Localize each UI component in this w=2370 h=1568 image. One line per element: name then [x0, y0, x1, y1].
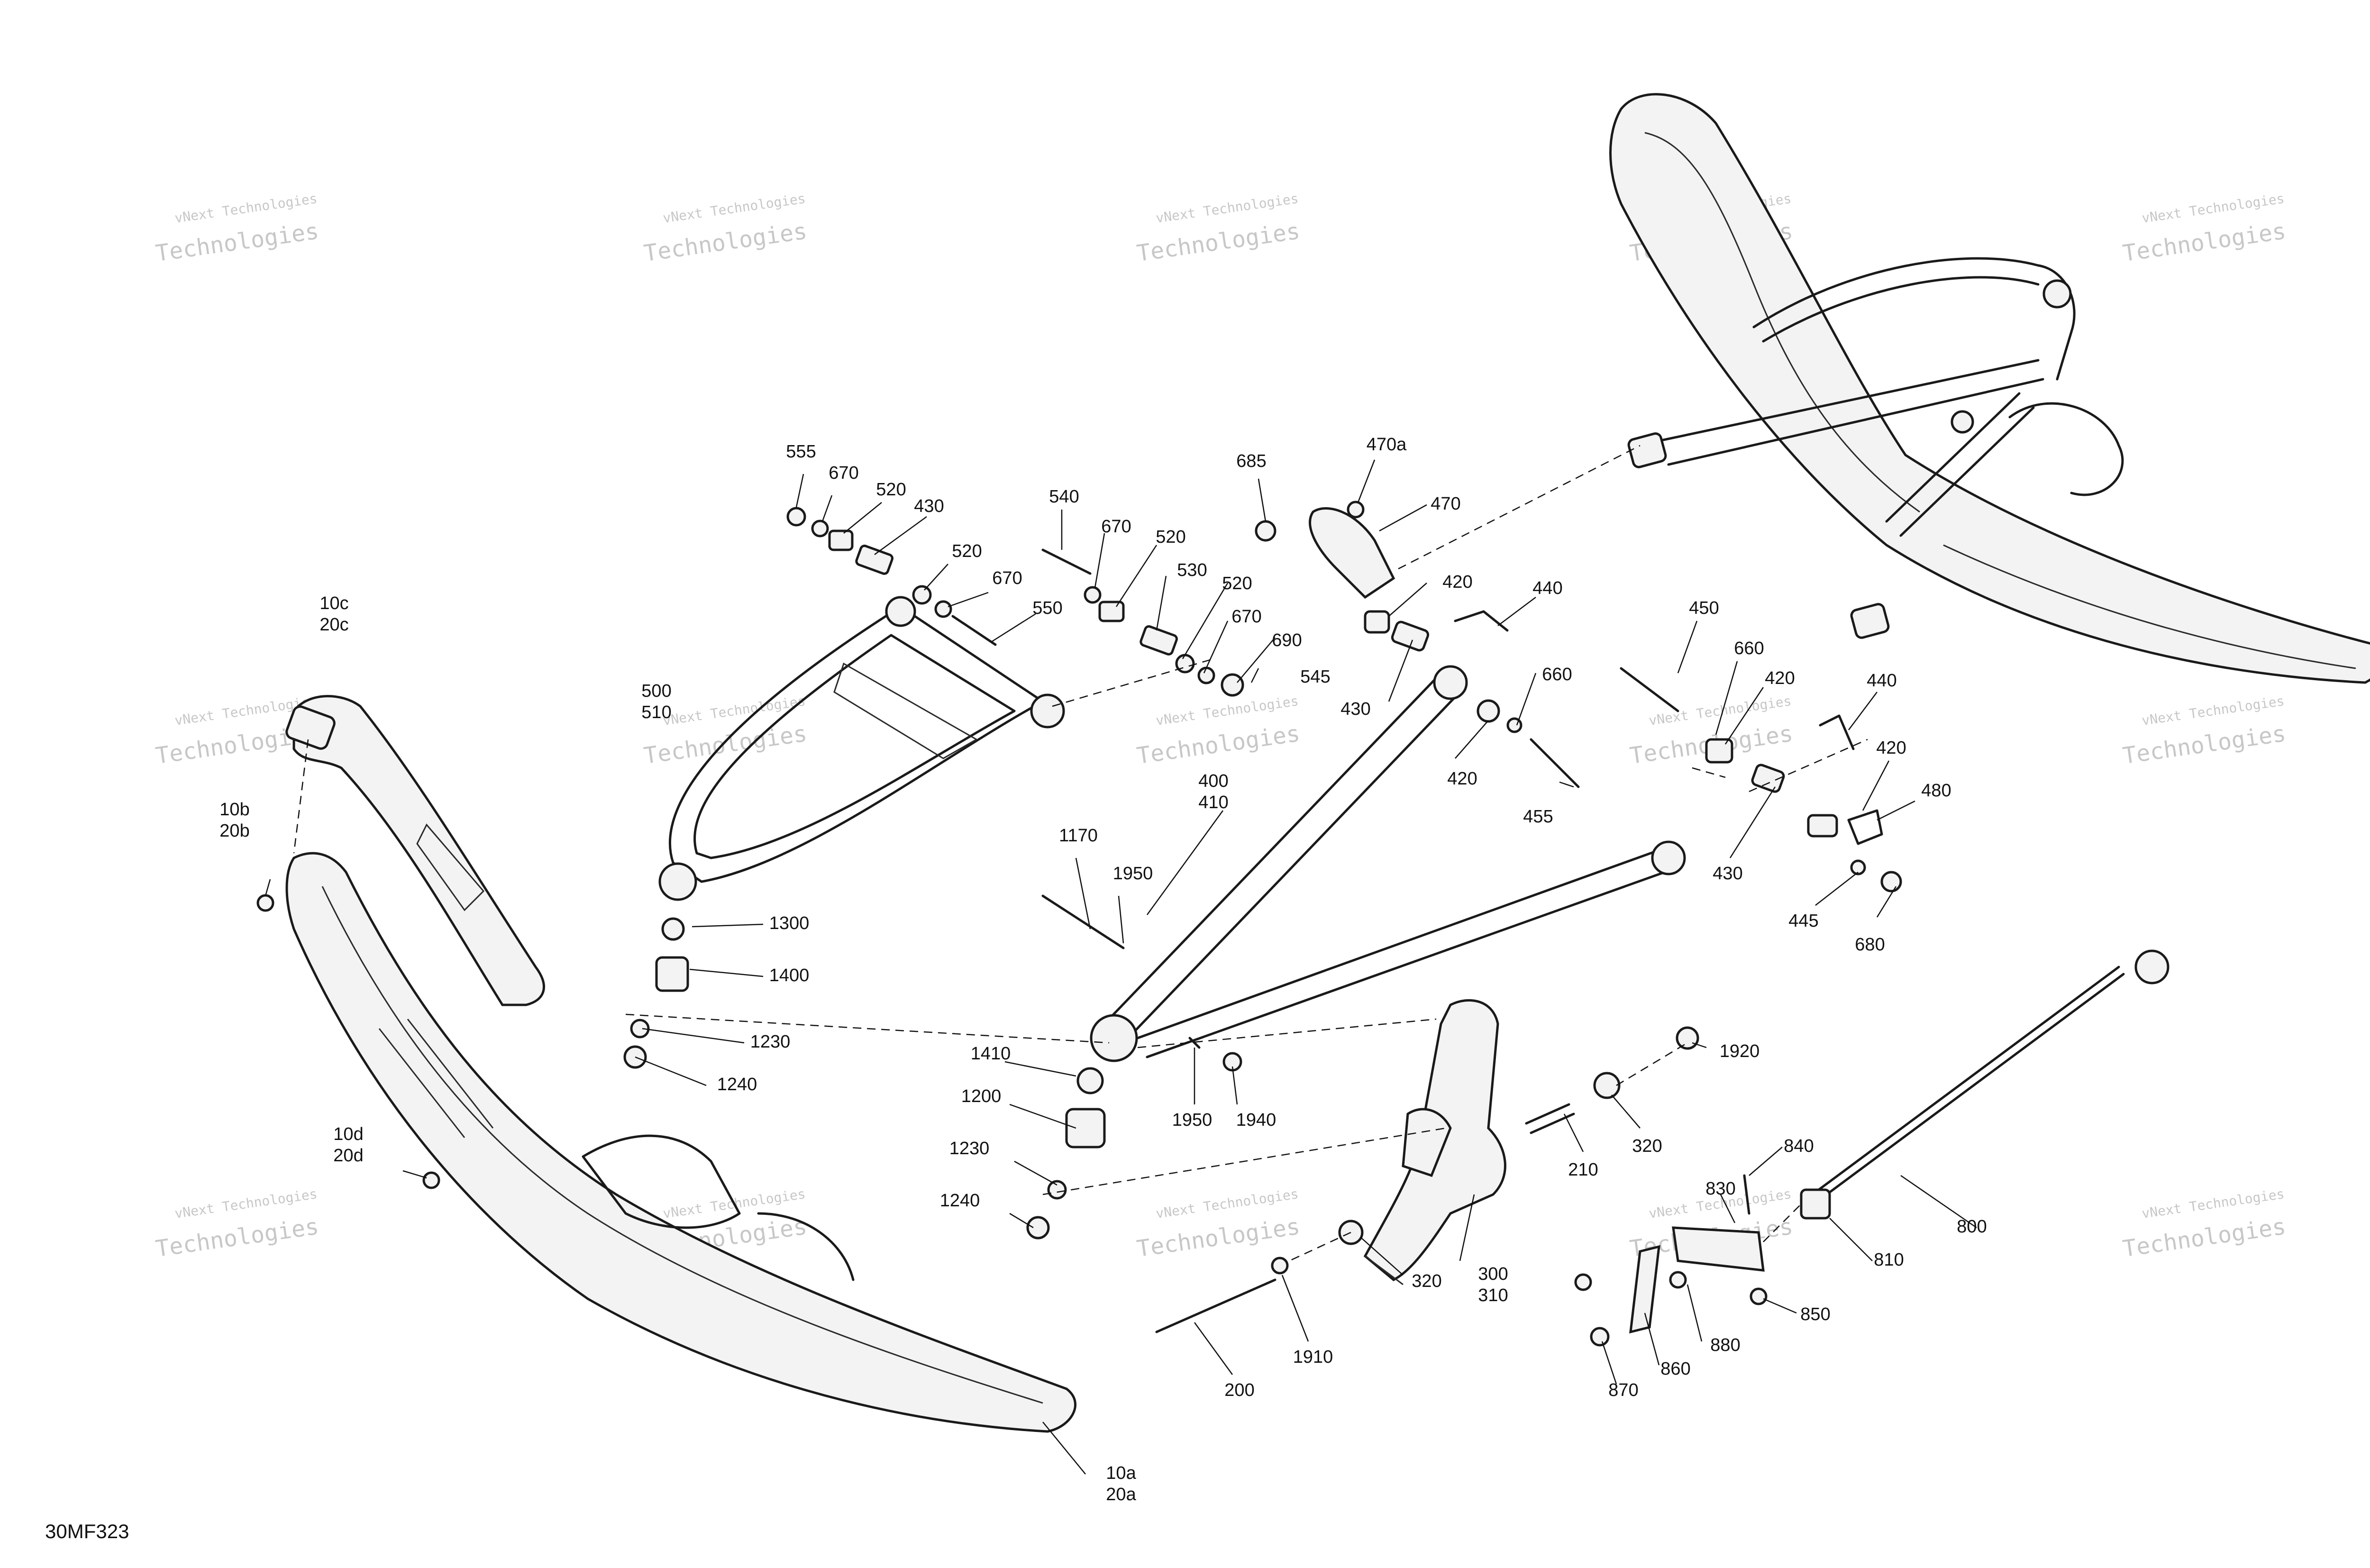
- callout-1170: 1170: [1059, 826, 1098, 846]
- callout-850: 850: [1800, 1304, 1830, 1324]
- parts: [256, 93, 2370, 1433]
- watermark: vNext Technologies Technologies: [1135, 693, 1302, 769]
- callout-830: 830: [1705, 1179, 1735, 1199]
- callout-440: 440: [1532, 578, 1562, 598]
- callout-520: 520: [1222, 574, 1252, 593]
- callout-320: 320: [1412, 1271, 1441, 1291]
- callout-430: 430: [1713, 864, 1742, 884]
- callout-670: 670: [829, 463, 858, 483]
- callout-520: 520: [952, 541, 982, 561]
- callout-420: 420: [1876, 738, 1906, 758]
- callout-670: 670: [1101, 517, 1131, 537]
- callout-1230: 1230: [949, 1139, 990, 1158]
- callout-1300: 1300: [769, 913, 810, 933]
- callout-1950: 1950: [1113, 864, 1153, 884]
- callout-1920: 1920: [1720, 1041, 1760, 1061]
- watermark: vNext Technologies Technologies: [2121, 1186, 2288, 1262]
- ski-loop: [285, 695, 545, 1006]
- callout-445: 445: [1788, 911, 1818, 931]
- spindle: [1363, 999, 1506, 1285]
- callout-1410: 1410: [971, 1044, 1011, 1064]
- callout-555: 555: [786, 442, 816, 462]
- callout-680: 680: [1855, 935, 1885, 955]
- callout-455: 455: [1523, 807, 1553, 827]
- callout-20d: 20d: [333, 1146, 363, 1166]
- callout-550: 550: [1032, 598, 1062, 618]
- callout-10c: 10c: [319, 593, 348, 613]
- callout-520: 520: [876, 480, 906, 500]
- lower-a-arm: [1090, 665, 1686, 1062]
- watermark: vNext Technologies Technologies: [154, 191, 320, 267]
- assembled-ski: [1609, 93, 2370, 684]
- callout-670: 670: [1231, 607, 1261, 627]
- callout-510: 510: [641, 702, 671, 722]
- callout-1230: 1230: [750, 1032, 791, 1052]
- callout-440: 440: [1867, 671, 1896, 691]
- callout-520: 520: [1156, 527, 1185, 547]
- callout-660: 660: [1734, 638, 1764, 658]
- callout-300: 300: [1478, 1264, 1508, 1284]
- callout-420: 420: [1765, 668, 1795, 688]
- callout-200: 200: [1224, 1380, 1254, 1400]
- diagram-reference-code: 30MF323: [45, 1520, 129, 1542]
- callout-420: 420: [1442, 572, 1472, 592]
- callout-690: 690: [1272, 630, 1302, 650]
- callout-480: 480: [1921, 781, 1951, 801]
- callout-500: 500: [641, 681, 671, 701]
- callout-530: 530: [1177, 560, 1207, 580]
- callout-10d: 10d: [333, 1124, 363, 1144]
- callout-540: 540: [1049, 487, 1079, 507]
- callout-320: 320: [1632, 1136, 1662, 1156]
- callout-670: 670: [992, 568, 1022, 588]
- callout-1240: 1240: [940, 1191, 980, 1211]
- callout-1200: 1200: [961, 1086, 1002, 1106]
- callout-210: 210: [1568, 1160, 1598, 1180]
- callout-860: 860: [1660, 1359, 1690, 1379]
- watermark: vNext Technologies Technologies: [1135, 191, 1302, 267]
- callout-810: 810: [1874, 1250, 1904, 1270]
- callout-labels: 555 670 520 430 520 670 550 540 670 520 …: [219, 435, 1987, 1504]
- callout-430: 430: [1340, 699, 1370, 719]
- callout-20a: 20a: [1106, 1485, 1136, 1504]
- watermark: vNext Technologies Technologies: [2121, 693, 2288, 769]
- callout-685: 685: [1236, 451, 1266, 471]
- callout-470a: 470a: [1367, 435, 1407, 455]
- callout-310: 310: [1478, 1285, 1508, 1305]
- callout-430: 430: [914, 496, 944, 516]
- callout-840: 840: [1784, 1136, 1814, 1156]
- watermark: vNext Technologies Technologies: [2121, 191, 2288, 267]
- alignment-lines: [293, 445, 1868, 1262]
- callout-870: 870: [1608, 1380, 1638, 1400]
- callout-400: 400: [1198, 771, 1228, 791]
- callout-410: 410: [1198, 793, 1228, 812]
- callout-20c: 20c: [319, 615, 348, 635]
- callout-1940: 1940: [1236, 1110, 1276, 1130]
- callout-660: 660: [1542, 665, 1572, 684]
- watermark: vNext Technologies Technologies: [1135, 1186, 1302, 1262]
- callout-10a: 10a: [1106, 1463, 1136, 1483]
- callout-1400: 1400: [769, 966, 810, 985]
- callout-1910: 1910: [1293, 1347, 1333, 1367]
- ski: [285, 852, 1076, 1433]
- callout-880: 880: [1710, 1335, 1740, 1355]
- callout-420: 420: [1447, 769, 1477, 789]
- callout-1240: 1240: [717, 1075, 757, 1094]
- leader-lines: [264, 459, 1977, 1475]
- callout-450: 450: [1689, 598, 1719, 618]
- callout-800: 800: [1957, 1217, 1987, 1237]
- tie-rod: [1800, 949, 2169, 1220]
- watermark: vNext Technologies Technologies: [642, 191, 809, 267]
- callout-470: 470: [1431, 494, 1460, 514]
- watermark: vNext Technologies Technologies: [154, 1186, 320, 1262]
- upper-a-arm: [658, 596, 1065, 901]
- callout-10b: 10b: [219, 800, 249, 820]
- callout-1950: 1950: [1172, 1110, 1212, 1130]
- callout-20b: 20b: [219, 821, 249, 841]
- callout-545: 545: [1300, 667, 1330, 687]
